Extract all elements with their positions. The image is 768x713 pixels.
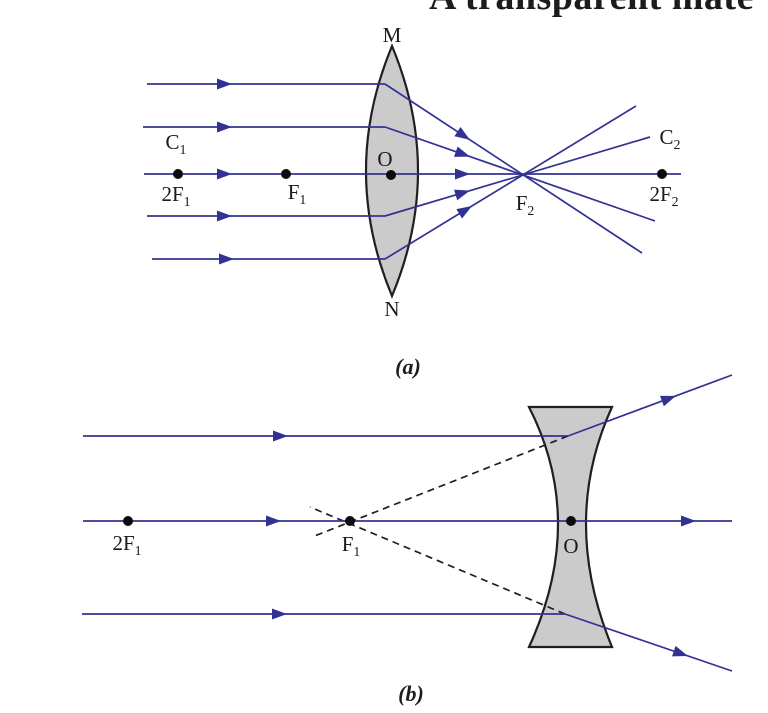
- diverged-arrowhead-icon: [672, 645, 688, 657]
- refracted-arrowhead-icon: [454, 189, 470, 201]
- diverged-ray-2: [564, 613, 733, 672]
- label-f1: F1: [342, 532, 361, 559]
- incident-arrowhead-icon: [219, 253, 234, 265]
- axis-arrowhead-icon: [266, 515, 281, 527]
- incident-arrowhead-icon: [217, 210, 232, 222]
- point-2f2-dot: [657, 169, 667, 179]
- diverged-arrowhead-icon: [660, 395, 676, 407]
- point-2f1-dot: [173, 169, 183, 179]
- refracted-arrowhead-icon: [454, 146, 470, 157]
- label-f1: F1: [288, 180, 307, 207]
- label-n: N: [384, 297, 399, 321]
- label-c2: C2: [660, 125, 681, 152]
- refracted-ray-1: [384, 83, 643, 254]
- label-c1: C1: [166, 130, 187, 157]
- refracted-arrowhead-icon: [456, 205, 472, 219]
- label-2f1: 2F1: [161, 182, 190, 209]
- axis-arrowhead-icon: [455, 168, 470, 180]
- label-m: M: [383, 23, 402, 47]
- label-o: O: [377, 147, 392, 171]
- incident-arrowhead-icon: [217, 78, 232, 90]
- point-f1-dot: [345, 516, 355, 526]
- refracted-ray-3: [384, 136, 651, 217]
- caption-figure-a: (a): [395, 354, 421, 379]
- concave-lens: [527, 405, 614, 649]
- label-o: O: [563, 534, 578, 558]
- caption-figure-b: (b): [398, 681, 424, 706]
- label-f2: F2: [516, 191, 535, 218]
- refracted-ray-4: [384, 105, 637, 260]
- refracted-arrowhead-icon: [454, 127, 470, 140]
- refracted-ray-2: [384, 126, 656, 222]
- optical-centre-dot: [566, 516, 576, 526]
- incident-arrowhead-icon: [217, 121, 232, 133]
- label-2f1: 2F1: [112, 531, 141, 558]
- diverged-ray-1: [567, 374, 733, 437]
- page-heading-clipped: A transparent mate: [429, 0, 754, 16]
- label-2f2: 2F2: [649, 182, 678, 209]
- incident-arrowhead-icon: [273, 430, 288, 442]
- optical-centre-dot: [386, 170, 396, 180]
- incident-arrowhead-icon: [272, 608, 287, 620]
- point-2f1-dot: [123, 516, 133, 526]
- point-f1-dot: [281, 169, 291, 179]
- axis-arrowhead-icon: [681, 515, 696, 527]
- axis-arrowhead-icon: [217, 168, 232, 180]
